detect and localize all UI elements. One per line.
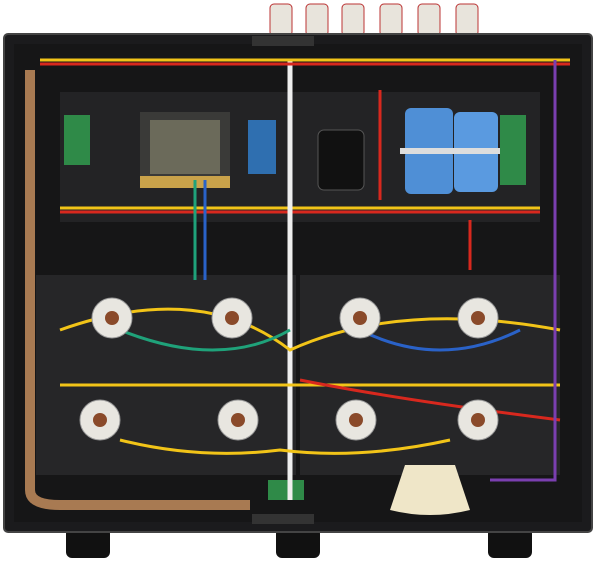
foot [66,528,110,558]
bottom-bracket [252,514,314,524]
tube-socket-center [225,311,239,325]
binding-post [379,3,403,37]
tube-socket-center [471,311,485,325]
tube-socket-center [353,311,367,325]
binding-post [417,3,441,37]
tube-board-left [36,275,296,475]
binding-post [269,3,293,37]
top-bracket [252,36,314,46]
shielded-cable [25,70,250,510]
tube-socket-center [105,311,119,325]
binding-post [341,3,365,37]
binding-post [455,3,479,37]
power-transformer [140,112,230,188]
tube-socket-center [93,413,107,427]
foot [276,528,320,558]
feet [66,528,532,558]
tube-sockets [79,297,499,441]
filter-capacitors [317,108,500,194]
tube-socket-center [231,413,245,427]
pcbs [64,115,526,500]
tube-socket-center [349,413,363,427]
binding-posts [269,3,479,37]
foot [488,528,532,558]
binding-post [305,3,329,37]
speaker-cone [390,465,470,515]
tube-socket-center [471,413,485,427]
